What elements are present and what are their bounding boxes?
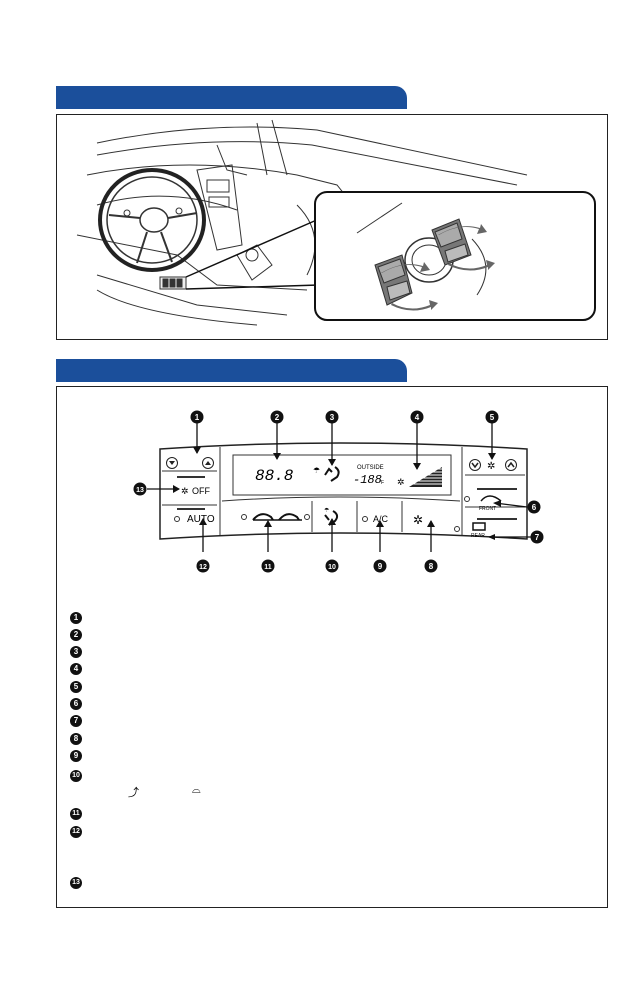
temp-down-icon [169, 461, 175, 465]
rear-defrost-indicator [454, 526, 460, 532]
temp-up-button[interactable] [202, 457, 214, 469]
svg-text:11: 11 [264, 564, 272, 571]
fan-down-button[interactable] [469, 459, 481, 471]
front-defroster-button[interactable]: FRONT [479, 495, 502, 512]
callout-5: 5 [485, 410, 499, 424]
airflow-mode-icon [324, 466, 340, 482]
callout-7: 7 [530, 530, 544, 544]
air-intake-button[interactable] [252, 513, 302, 521]
front-defrost-icon [480, 495, 502, 502]
svg-text:6: 6 [532, 503, 537, 512]
callout-1: 1 [190, 410, 204, 424]
climate-panel-frame: ✲ OFF AUTO 88.8 ☂ OUTSIDE -188 °F ✲ [56, 386, 608, 908]
ac-indicator [362, 516, 368, 522]
outside-unit: °F [379, 480, 384, 486]
airflow-mode-inline-icon: ⤴ [128, 787, 139, 799]
car-recirc-icon [252, 513, 300, 521]
svg-text:7: 7 [535, 533, 540, 542]
svg-text:12: 12 [199, 564, 207, 571]
steering-switch-illustration-frame [56, 114, 608, 340]
callout-10: 10 [325, 559, 339, 573]
auto-button[interactable]: AUTO [187, 514, 215, 525]
off-label: OFF [192, 486, 210, 496]
svg-text:13: 13 [136, 487, 144, 494]
front-defrost-indicator [464, 496, 470, 502]
defrost-mode-icon: ☂ [313, 466, 320, 475]
rear-label: REAR [471, 533, 485, 539]
ac-button[interactable]: A/C [373, 514, 389, 524]
callout-8: 8 [424, 559, 438, 573]
callout-4: 4 [410, 410, 424, 424]
temp-display: 88.8 [255, 467, 294, 485]
fan-up-icon [507, 461, 515, 468]
callout-12: 12 [196, 559, 210, 573]
svg-text:10: 10 [328, 564, 336, 571]
svg-text:9: 9 [378, 562, 383, 571]
svg-text:3: 3 [330, 413, 335, 422]
climate-control-panel: ✲ OFF AUTO 88.8 ☂ OUTSIDE -188 °F ✲ [133, 410, 544, 573]
fan-down-icon [471, 462, 479, 469]
fan-speed-icon: ✲ [487, 461, 495, 472]
rear-defogger-button[interactable]: REAR [471, 522, 486, 539]
airflow-mode-button-icon [324, 510, 339, 526]
svg-text:8: 8 [429, 562, 434, 571]
svg-text:5: 5 [490, 413, 495, 422]
front-defrost-inline-icon: ⌓ [192, 784, 201, 796]
airflow-mode-button[interactable]: ☂ [324, 507, 339, 526]
fan-icon: ✲ [181, 486, 189, 496]
svg-text:4: 4 [415, 413, 420, 422]
outside-label: OUTSIDE [357, 465, 384, 471]
callout-9: 9 [373, 559, 387, 573]
rear-defog-icon [472, 522, 486, 531]
callout-3: 3 [325, 410, 339, 424]
recirc-indicator-right [304, 514, 310, 520]
callout-6: 6 [527, 500, 541, 514]
fan-up-button[interactable] [505, 459, 517, 471]
dashboard-illustration [76, 119, 596, 326]
fan-display-icon: ✲ [397, 477, 405, 487]
callout-11: 11 [261, 559, 275, 573]
fan-speed-bars [409, 467, 443, 487]
section-tab-bottom [56, 359, 407, 382]
auto-indicator [174, 516, 180, 522]
defroster-small-icon: ☂ [324, 507, 330, 514]
svg-text:2: 2 [275, 413, 280, 422]
callout-2: 2 [270, 410, 284, 424]
recirc-indicator-left [241, 514, 247, 520]
temp-up-icon [205, 461, 211, 465]
section-tab-top [56, 86, 407, 109]
svg-text:1: 1 [195, 413, 200, 422]
front-label: FRONT [479, 506, 496, 512]
fan-off-button[interactable]: ✲ OFF [181, 486, 210, 496]
temp-down-button[interactable] [166, 457, 178, 469]
fan-auto-button[interactable]: ✲ [413, 513, 423, 527]
callout-13: 13 [133, 482, 147, 496]
outside-temp: -188 [353, 473, 382, 487]
